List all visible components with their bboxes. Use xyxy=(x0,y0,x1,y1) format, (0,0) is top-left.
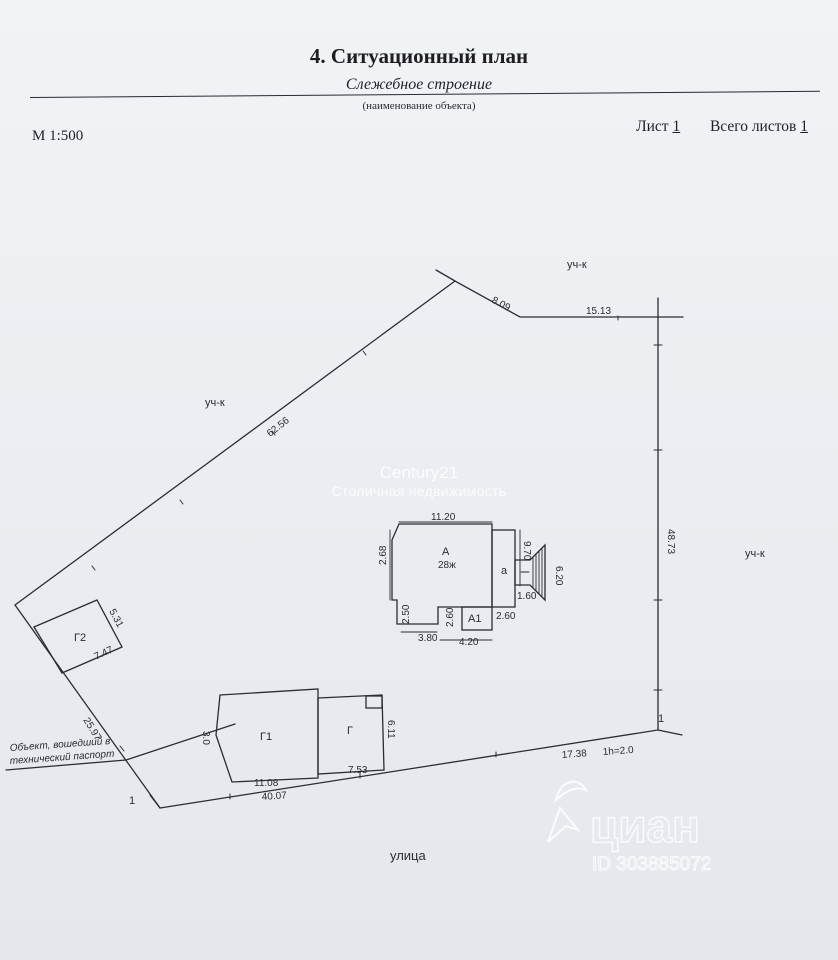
building-g-dimension: 7.53 xyxy=(348,765,368,776)
house-dimension-top: 11.20 xyxy=(431,512,456,523)
house-annex-a1-outline xyxy=(461,606,493,631)
boundary-extension-south xyxy=(657,729,683,736)
porch-dimension: 6.20 xyxy=(553,566,564,586)
annex-a-label: а xyxy=(501,565,508,577)
portal-watermark-name: циан xyxy=(590,800,700,852)
neighbor-label-west: уч-к xyxy=(205,397,225,409)
building-g1-outline xyxy=(215,688,319,783)
object-name: Слежебное строение xyxy=(345,76,493,93)
annex-a-dimension: 1.60 xyxy=(517,591,537,602)
boundary-ticks xyxy=(91,315,663,800)
total-sheets-number: 1 xyxy=(800,118,808,135)
building-g1-dimension: 11.08 xyxy=(254,778,279,789)
street-label: улица xyxy=(390,848,427,863)
dimension-south-note: 1h=2.0 xyxy=(602,745,634,758)
dimension-south-right: 17.38 xyxy=(561,748,587,761)
agency-watermark-tagline: Столичная недвижимость xyxy=(332,483,507,499)
annex-a1-dimension-left: 2.60 xyxy=(445,607,456,627)
house-dimension-lines xyxy=(389,521,521,641)
sheet-label: Лист xyxy=(636,118,669,135)
scale-label: М 1:500 xyxy=(32,128,84,144)
building-g2-outline xyxy=(33,599,123,674)
annex-a1-dimension-bottom: 4.20 xyxy=(459,637,479,648)
dimension-south: 40.07 xyxy=(261,790,287,803)
sheet-counter: Лист 1 Всего листов 1 xyxy=(636,118,808,136)
building-g-dimension-side: 6.11 xyxy=(385,720,396,739)
boundary-extension-north xyxy=(435,269,456,282)
building-g-corner-mark xyxy=(365,695,383,709)
building-g2-dimension-a: 5.31 xyxy=(106,607,125,630)
house-porch-steps xyxy=(520,547,543,598)
building-g-outline xyxy=(317,694,385,775)
house-dimension-bottom: 3.80 xyxy=(418,633,438,644)
building-g2-label: Г2 xyxy=(74,632,86,644)
house-dimension-right: 9.70 xyxy=(521,541,532,561)
neighbor-label-north: уч-к xyxy=(567,259,587,271)
annex-a1-dimension-right: 2.60 xyxy=(496,611,516,622)
object-note-pointer xyxy=(125,723,236,761)
portal-watermark-logo-icon xyxy=(547,780,589,843)
building-g2-dimension-b: 7.47 xyxy=(93,644,116,662)
total-sheets-label: Всего листов xyxy=(709,118,797,135)
building-g1-dimension-side: 3.0 xyxy=(200,731,211,745)
plot-boundary xyxy=(14,280,659,809)
house-dimension-left: 2.68 xyxy=(378,545,389,565)
building-g1-label: Г1 xyxy=(260,731,272,743)
house-label: А xyxy=(442,546,450,558)
boundary-extension-southwest xyxy=(149,794,161,809)
point-marker-southwest: 1 xyxy=(129,795,135,807)
house-porch-outline xyxy=(514,543,546,602)
sheet-number: 1 xyxy=(672,118,681,135)
agency-watermark-name: Century21 xyxy=(380,463,458,482)
point-marker-southeast: 1 xyxy=(658,713,664,725)
dimension-north-east: 15.13 xyxy=(586,306,611,317)
annex-a1-label: А1 xyxy=(468,613,481,625)
object-note-underline xyxy=(5,759,127,771)
building-g-label: Г xyxy=(347,725,353,737)
house-floors-label: 28ж xyxy=(438,560,456,571)
neighbor-label-east: уч-к xyxy=(745,548,765,560)
portal-watermark-id: ID 303885072 xyxy=(592,854,711,875)
house-dimension-bottom-left: 2.50 xyxy=(401,604,412,624)
page-title: 4. Ситуационный план xyxy=(309,44,529,68)
object-name-caption: (наименование объекта) xyxy=(362,100,476,112)
dimension-east: 48.73 xyxy=(665,529,676,554)
